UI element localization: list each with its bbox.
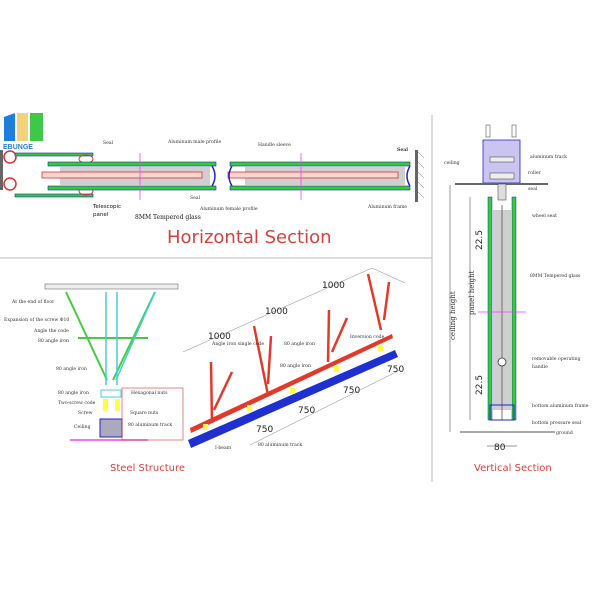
dim-1000-a: 1000 xyxy=(208,332,231,342)
label-inversion-code: Inversion code xyxy=(350,334,385,340)
label-handle-sleeve: Handle sleeve xyxy=(258,142,291,148)
label-glass: 8MM Tempered glass xyxy=(135,214,201,221)
label-seal: seal xyxy=(528,186,538,192)
label-angle-iron-2: 80 angle iron xyxy=(56,366,87,372)
label-track: aluminum track xyxy=(530,154,567,160)
label-seal-left: Seal xyxy=(103,140,114,146)
dim-750-a: 750 xyxy=(256,425,273,435)
label-screw: Screw xyxy=(78,410,93,416)
dim-750-c: 750 xyxy=(343,386,360,396)
label-wheel-seat: wheel seat xyxy=(532,213,557,219)
brand-logo: EBUNGE xyxy=(3,113,43,151)
steel-structure-title: Steel Structure xyxy=(110,463,185,474)
label-telescopic-2: panel xyxy=(93,212,109,218)
label-two-screw-code: Two-screw code xyxy=(58,400,96,406)
label-expansion-screw: Expansion of the screw Φ10 xyxy=(4,317,69,323)
label-single-code: Angle iron single code xyxy=(211,341,264,347)
label-bottom-seal: bottom pressure seal xyxy=(532,420,582,426)
steel-structure: At the end of floor Expansion of the scr… xyxy=(4,283,185,474)
label-seal-bottom: Seal xyxy=(190,195,201,201)
label-square-nuts: Square nuts xyxy=(130,410,159,416)
dim-bottom-gap: 22.5 xyxy=(475,375,485,395)
label-telescopic-1: Telescopic xyxy=(92,204,121,210)
glass-top-left xyxy=(47,161,217,167)
label-male-profile: Aluminum male profile xyxy=(167,139,221,145)
dim-ceiling-height: ceiling height xyxy=(449,291,457,340)
vertical-section: ceiling aluminum track roller seal wheel… xyxy=(444,124,589,474)
label-handle-2: handle xyxy=(532,364,548,370)
dim-panel-height: panel height xyxy=(468,270,476,315)
dim-750-b: 750 xyxy=(298,406,315,416)
handle-icon xyxy=(497,357,507,367)
label-bottom-frame: bottom aluminum frame xyxy=(532,403,589,409)
label-seal-right: Seal xyxy=(397,147,408,153)
label-floor-end: At the end of floor xyxy=(11,299,55,305)
label-frame: Aluminum frame xyxy=(367,204,407,210)
vertical-section-title: Vertical Section xyxy=(474,463,552,474)
label-ground: ground xyxy=(556,430,573,436)
i-beam xyxy=(188,350,398,448)
label-ceiling-s: Ceiling xyxy=(74,424,91,430)
isometric-structure: 1000 1000 1000 750 750 750 750 Angle iro… xyxy=(182,267,406,451)
label-ibeam: I-beam xyxy=(215,445,232,451)
dim-top-gap: 22.5 xyxy=(475,230,485,250)
label-roller: roller xyxy=(528,170,542,176)
horizontal-section-title: Horizontal Section xyxy=(167,227,332,248)
dim-width: 80 xyxy=(494,443,506,453)
label-iso-track: 80 aluminum track xyxy=(258,442,302,448)
label-angle-code: Angle the code xyxy=(33,328,69,334)
label-female-profile: Aluminum female profile xyxy=(199,206,258,212)
label-track-s: 80 aluminum track xyxy=(128,422,172,428)
label-angle-iron-3: 80 angle iron xyxy=(58,390,89,396)
brand-name: EBUNGE xyxy=(3,144,33,151)
label-angle-iron-1: 80 angle iron xyxy=(38,338,69,344)
label-angle-iron-b: 80 angle iron xyxy=(280,363,311,369)
label-handle-1: removable operating xyxy=(532,356,581,362)
dim-1000-b: 1000 xyxy=(265,307,288,317)
label-hex-nuts: Hexagonal nuts xyxy=(131,390,168,396)
horizontal-section: Seal Aluminum male profile Handle sleeve… xyxy=(0,139,425,248)
dim-1000-c: 1000 xyxy=(322,281,345,291)
label-ceiling: ceiling xyxy=(444,160,460,166)
label-angle-iron-a: 80 angle iron xyxy=(284,341,315,347)
label-glass-v: 8MM Tempered glass xyxy=(530,273,581,279)
dim-750-d: 750 xyxy=(387,365,404,375)
red-track xyxy=(190,334,393,433)
